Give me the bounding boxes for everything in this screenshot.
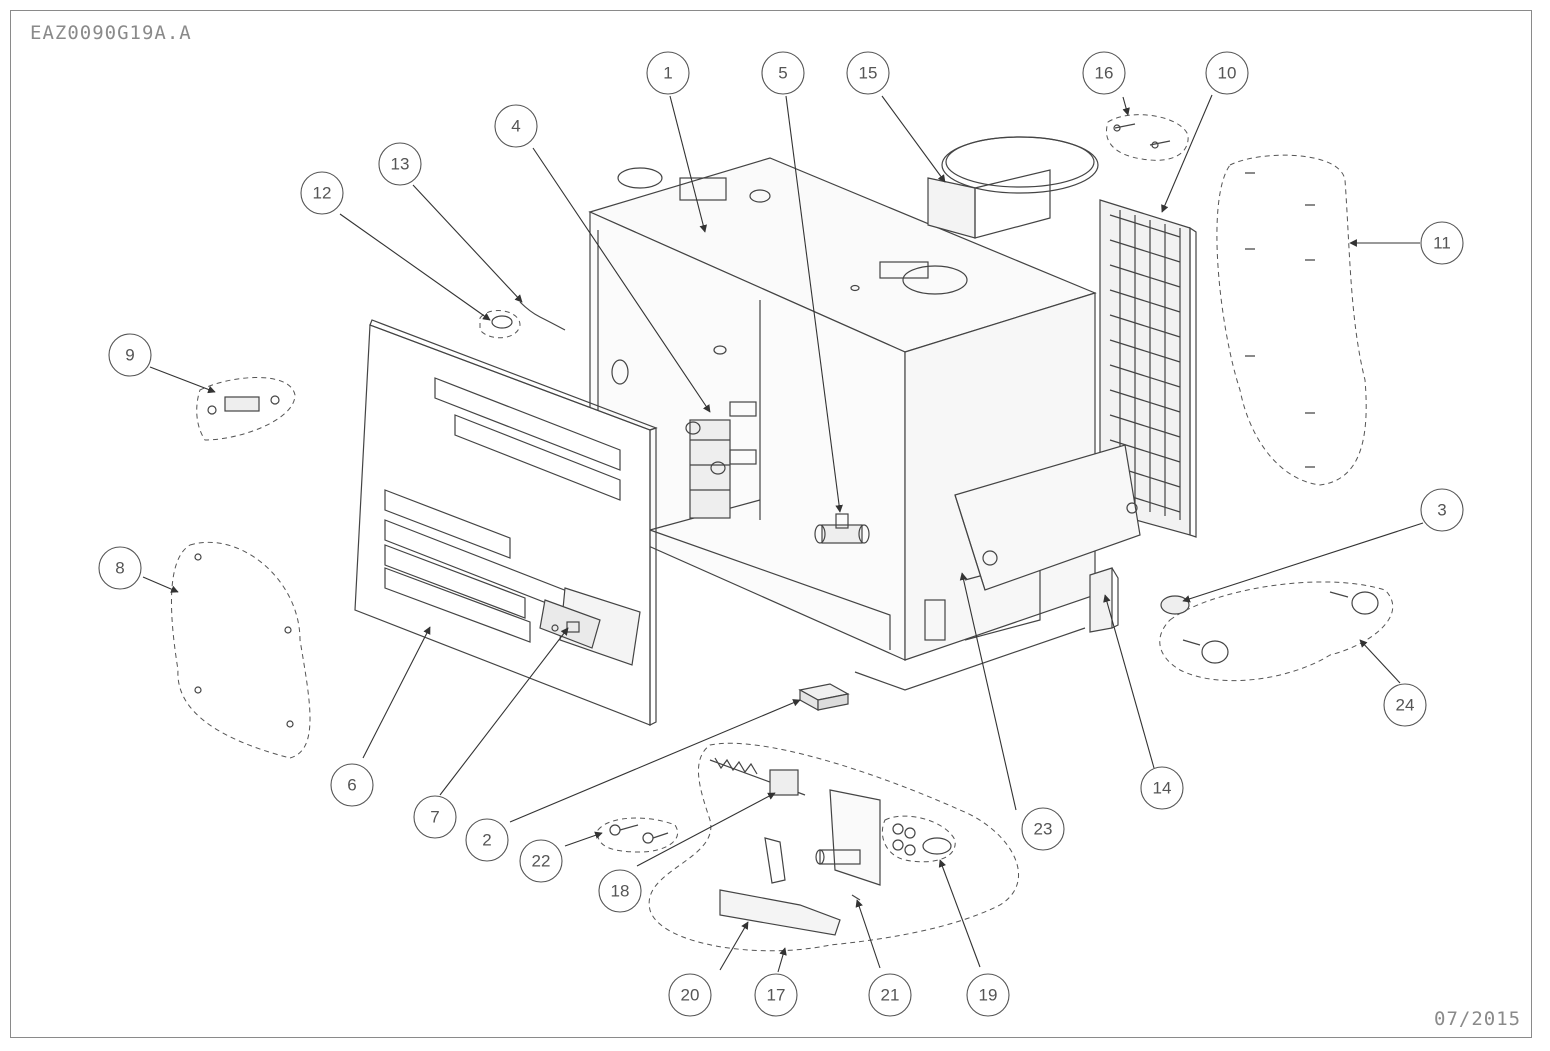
screw-pair xyxy=(609,824,669,844)
callout-18 xyxy=(598,869,642,913)
callout-8 xyxy=(98,546,142,590)
callout-label: 2 xyxy=(482,831,491,850)
callout-label: 16 xyxy=(1095,64,1114,83)
callout-label: 22 xyxy=(532,852,551,871)
callout-label: 11 xyxy=(1433,234,1451,253)
callout-20 xyxy=(668,973,712,1017)
dashed-group-9 xyxy=(196,377,296,441)
small-parts-set xyxy=(892,823,952,856)
callout-label: 24 xyxy=(1396,696,1415,715)
callout-label: 10 xyxy=(1218,64,1237,83)
callout-24 xyxy=(1383,683,1427,727)
callout-label: 6 xyxy=(347,776,356,795)
callout-15 xyxy=(846,51,890,95)
dashed-group-11 xyxy=(1216,154,1367,486)
callout-label: 17 xyxy=(767,986,786,1005)
drawing-date: 07/2015 xyxy=(1434,1008,1522,1030)
dashed-group-19 xyxy=(881,815,956,863)
callout-label: 9 xyxy=(125,346,134,365)
callout-17 xyxy=(754,973,798,1017)
latch-part xyxy=(207,395,280,415)
callout-label: 4 xyxy=(511,117,520,136)
callout-10 xyxy=(1205,51,1249,95)
callout-13 xyxy=(378,142,422,186)
valve-assembly xyxy=(685,401,757,519)
callout-label: 23 xyxy=(1034,820,1053,839)
screws-set-8 xyxy=(194,553,294,728)
caps-set xyxy=(1160,591,1379,664)
dashed-group-22 xyxy=(597,817,678,853)
callout-label: 19 xyxy=(979,986,998,1005)
spring-rod xyxy=(709,757,806,796)
mechanism-bracket xyxy=(719,789,881,936)
callout-4 xyxy=(494,104,538,148)
handle-plate xyxy=(539,587,641,666)
callout-23 xyxy=(1021,807,1065,851)
dashed-group-8 xyxy=(171,541,311,759)
side-bracket xyxy=(1089,567,1119,633)
clip-parts xyxy=(491,301,566,331)
callout-label: 1 xyxy=(663,64,672,83)
callout-22 xyxy=(519,839,563,883)
callout-label: 13 xyxy=(391,155,410,174)
callout-11 xyxy=(1420,221,1464,265)
dashed-group-17 xyxy=(648,742,1019,952)
drawing-frame xyxy=(10,10,1532,1038)
callout-14 xyxy=(1140,766,1184,810)
callout-label: 15 xyxy=(859,64,878,83)
drawing-code: EAZ0090G19A.A xyxy=(30,22,192,44)
callout-label: 3 xyxy=(1437,501,1446,520)
callout-2 xyxy=(465,818,509,862)
screws-set-16 xyxy=(1113,123,1171,149)
callout-label: 14 xyxy=(1153,779,1172,798)
callout-16 xyxy=(1082,51,1126,95)
callout-label: 12 xyxy=(313,184,332,203)
connector-block xyxy=(798,683,850,712)
screws-set-11 xyxy=(1245,172,1315,468)
callout-1 xyxy=(646,51,690,95)
callout-5 xyxy=(761,51,805,95)
callout-9 xyxy=(108,333,152,377)
callout-label: 5 xyxy=(778,64,787,83)
t-fitting xyxy=(814,513,870,544)
callout-label: 8 xyxy=(115,559,124,578)
callout-19 xyxy=(966,973,1010,1017)
callout-label: 18 xyxy=(611,882,630,901)
callout-3 xyxy=(1420,488,1464,532)
callout-6 xyxy=(330,763,374,807)
cabinet-frame xyxy=(588,157,1097,691)
callout-label: 20 xyxy=(681,986,700,1005)
callout-7 xyxy=(413,795,457,839)
callout-12 xyxy=(300,171,344,215)
dashed-group-16 xyxy=(1106,114,1189,161)
top-cover xyxy=(927,136,1099,239)
callout-21 xyxy=(868,973,912,1017)
callout-label: 7 xyxy=(430,808,439,827)
callout-label: 21 xyxy=(881,986,900,1005)
dashed-group-12 xyxy=(479,310,521,339)
hopper xyxy=(954,444,1141,591)
